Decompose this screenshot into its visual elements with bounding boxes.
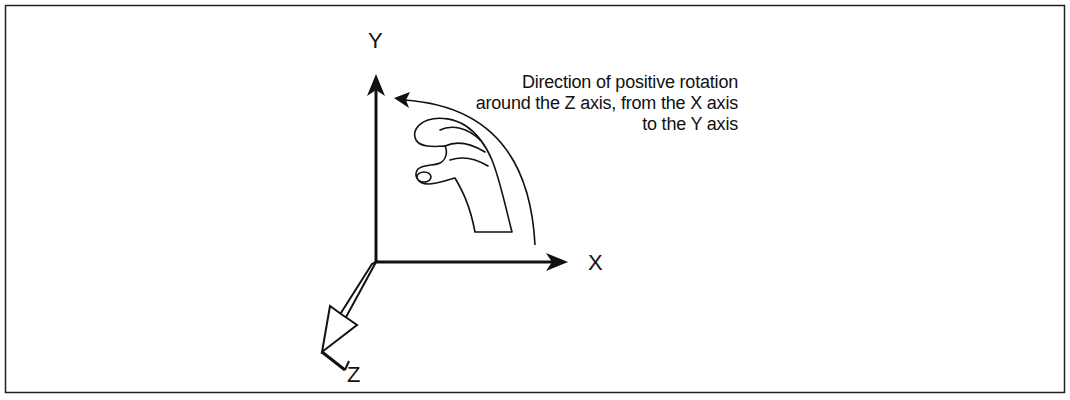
y-arrowhead: [367, 74, 385, 96]
rotation-arc: [404, 100, 535, 245]
axis-label: Z: [347, 362, 360, 388]
right-hand: [415, 118, 512, 232]
arc-arrowhead: [394, 92, 410, 108]
y-axis: [375, 88, 378, 262]
frame: [6, 6, 1065, 393]
axis-label: Y: [368, 28, 383, 54]
z-axis: [322, 262, 376, 370]
rotation-note: Direction of positive rotation around th…: [470, 72, 738, 135]
x-arrowhead: [546, 253, 568, 271]
x-axis: [375, 261, 552, 264]
axis-label: X: [588, 250, 603, 276]
